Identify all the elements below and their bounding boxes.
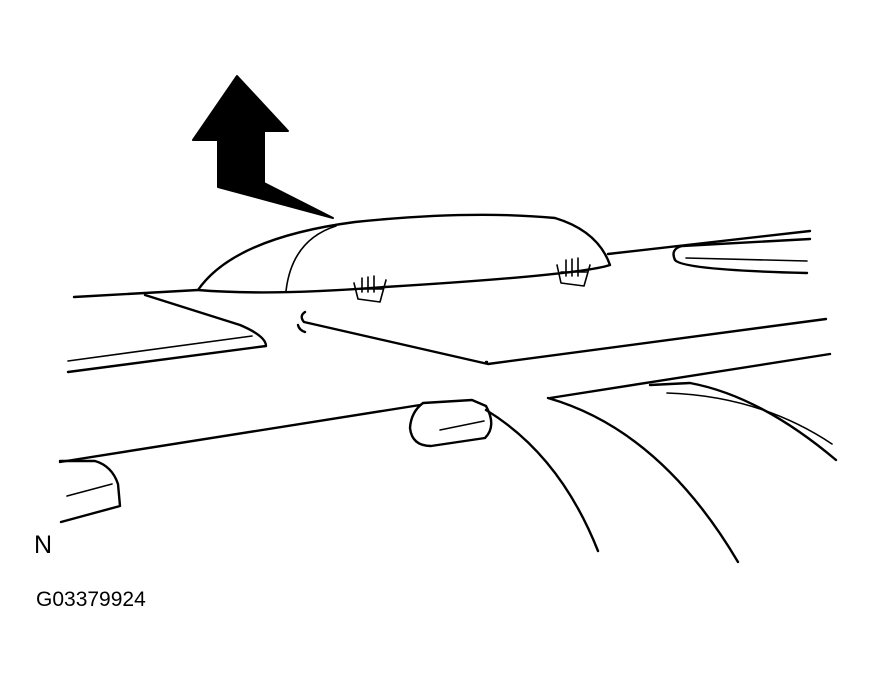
removal-direction-arrow-icon <box>192 75 334 219</box>
figure-id-label: G03379924 <box>36 588 146 611</box>
roof-panel-outline <box>66 229 828 374</box>
view-code-label: N <box>34 531 53 559</box>
lower-roof-panel <box>58 352 838 564</box>
overhead-console-cover <box>196 213 612 303</box>
right-clip <box>556 257 591 287</box>
left-clip <box>353 275 387 303</box>
